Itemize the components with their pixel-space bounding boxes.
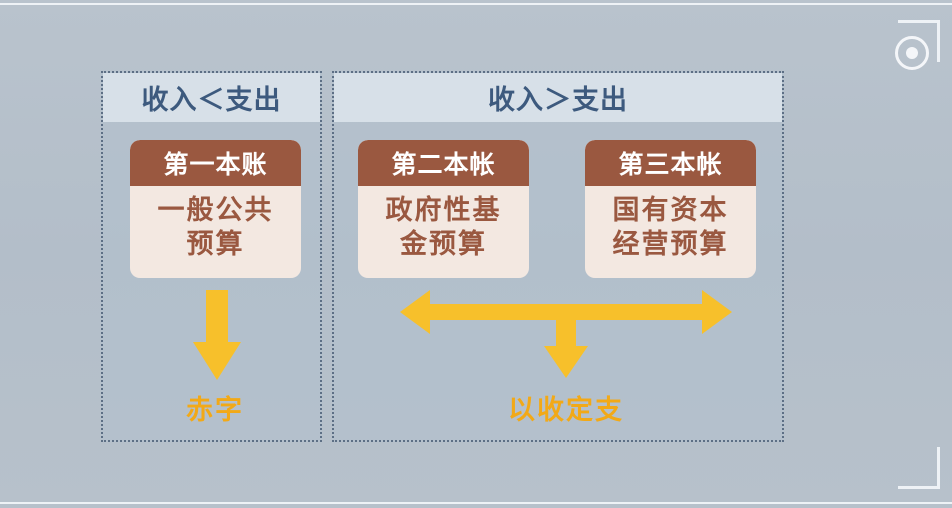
card-body-line: 金预算 <box>400 229 487 260</box>
card-general-budget: 第一本账 一般公共 预算 <box>130 140 301 278</box>
card-body-line: 国有资本 <box>612 195 729 226</box>
frame-right-bracket-top <box>898 20 940 23</box>
card-body: 国有资本 经营预算 <box>585 194 756 262</box>
card-title: 第二本帐 <box>358 140 529 186</box>
spend-by-income-label: 以收定支 <box>508 395 624 426</box>
card-body: 政府性基 金预算 <box>358 194 529 262</box>
camera-icon[interactable] <box>895 36 929 70</box>
down-arrow-icon <box>193 290 241 380</box>
card-title: 第三本帐 <box>585 140 756 186</box>
frame-bottom-line <box>0 502 952 504</box>
card-body-line: 经营预算 <box>612 229 729 260</box>
card-body: 一般公共 预算 <box>130 194 301 262</box>
card-title: 第一本账 <box>130 140 301 186</box>
card-body-line: 一般公共 <box>157 195 274 226</box>
left-panel-header: 收入＜支出 <box>103 73 320 122</box>
frame-right-bracket-top-v <box>937 20 940 62</box>
frame-right-bracket-bottom <box>898 486 940 489</box>
frame-top-line <box>0 3 952 5</box>
double-arrow-icon <box>400 290 732 334</box>
card-body-line: 预算 <box>186 229 245 260</box>
card-body-line: 政府性基 <box>385 195 502 226</box>
card-government-fund-budget: 第二本帐 政府性基 金预算 <box>358 140 529 278</box>
frame-right-bracket-bottom-v <box>937 447 940 489</box>
down-arrow-icon <box>544 318 588 378</box>
card-state-capital-budget: 第三本帐 国有资本 经营预算 <box>585 140 756 278</box>
deficit-label: 赤字 <box>186 395 244 426</box>
right-panel-header: 收入＞支出 <box>334 73 782 122</box>
